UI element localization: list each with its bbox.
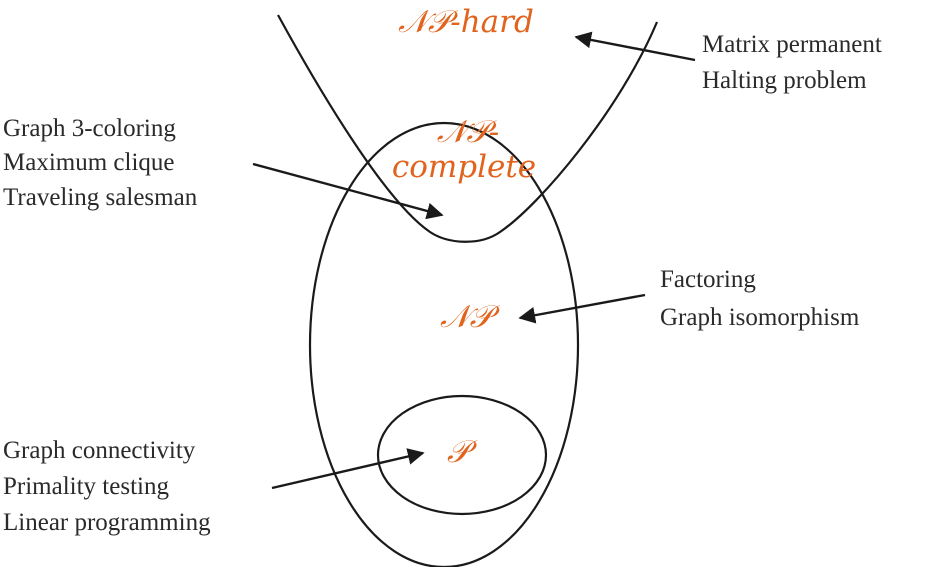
p-example: Primality testing (3, 473, 169, 500)
np-examples: Factoring Graph isomorphism (660, 266, 860, 331)
p-example: Graph connectivity (3, 437, 196, 464)
np-hard-region-boundary (277, 14, 659, 243)
np-hard-examples: Matrix permanent Halting problem (702, 31, 882, 94)
np-complete-example: Maximum clique (3, 149, 175, 176)
p-label: 𝒫 (447, 434, 478, 470)
np-example: Graph isomorphism (660, 304, 860, 331)
np-hard-label: 𝒩𝒫-hard (398, 4, 534, 40)
np-hard-example: Halting problem (702, 67, 867, 94)
np-hard-arrow (574, 31, 696, 62)
np-region-boundary (308, 121, 580, 567)
p-region-boundary (376, 394, 548, 516)
np-complete-label-line2: complete (392, 149, 536, 185)
np-arrow (518, 293, 646, 324)
np-complete-arrow (252, 162, 444, 220)
np-hard-example: Matrix permanent (702, 31, 882, 58)
np-complete-example: Graph 3-coloring (3, 115, 176, 142)
np-label: 𝒩𝒫 (440, 299, 501, 335)
np-complete-label-line1: 𝒩𝒫- (437, 114, 500, 150)
np-example: Factoring (660, 266, 756, 293)
np-complete-examples: Graph 3-coloring Maximum clique Travelin… (3, 115, 198, 211)
p-arrow (271, 448, 425, 490)
p-example: Linear programming (3, 509, 211, 536)
np-complete-example: Traveling salesman (3, 184, 198, 211)
p-examples: Graph connectivity Primality testing Lin… (3, 437, 211, 536)
